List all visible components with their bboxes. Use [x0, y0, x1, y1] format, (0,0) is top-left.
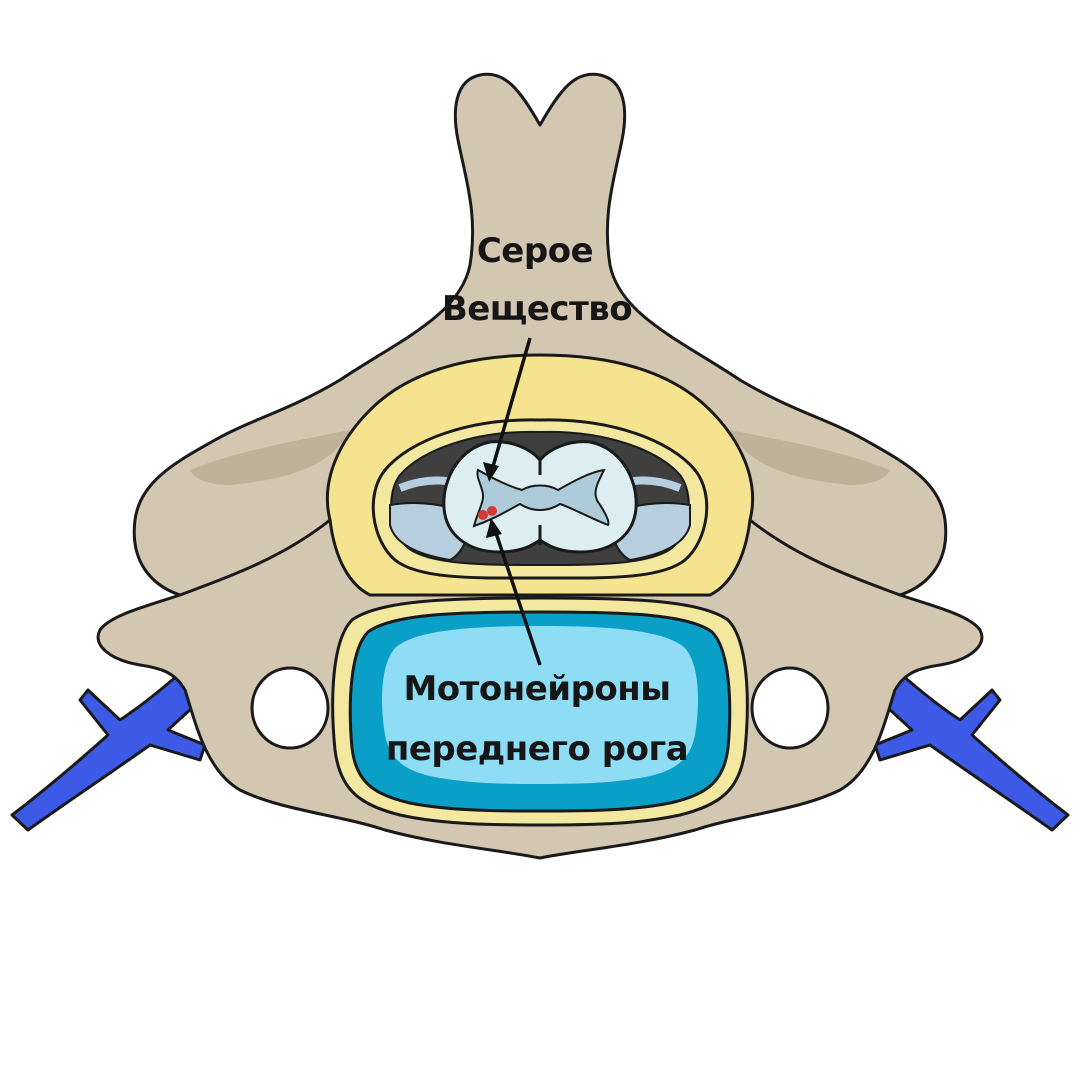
motor-neurons-label-line1: Мотонейроны	[403, 669, 670, 709]
vertebral-body-disc	[331, 596, 749, 827]
motor-neuron-dot	[487, 506, 497, 516]
disc-nucleus	[382, 626, 698, 784]
grey-matter-arrow-line	[490, 337, 532, 471]
right-facet-shadow	[730, 430, 890, 485]
left-facet-line	[179, 518, 331, 597]
anterior-horn-motor-neurons	[478, 506, 497, 520]
grey-matter-butterfly	[472, 468, 610, 528]
left-transverse-foramen	[250, 666, 330, 750]
motor-neuron-arrow-line	[493, 529, 542, 666]
spinal-cord	[442, 440, 638, 554]
right-transverse-foramen	[750, 666, 830, 750]
motor-neuron-dot	[478, 510, 488, 520]
grey-matter-arrowhead	[483, 462, 499, 482]
left-facet-shadow	[190, 430, 350, 485]
labels: Серое Вещество Мотонейроны переднего рог…	[386, 231, 689, 769]
grey-matter-label-line1: Серое	[477, 231, 593, 271]
grey-matter-label-line2: Вещество	[442, 289, 632, 329]
right-facet-line	[749, 518, 901, 597]
motor-neurons-label-line2: переднего рога	[386, 729, 688, 769]
motor-neuron-arrowhead	[486, 518, 502, 538]
annotation-arrows	[483, 337, 542, 666]
